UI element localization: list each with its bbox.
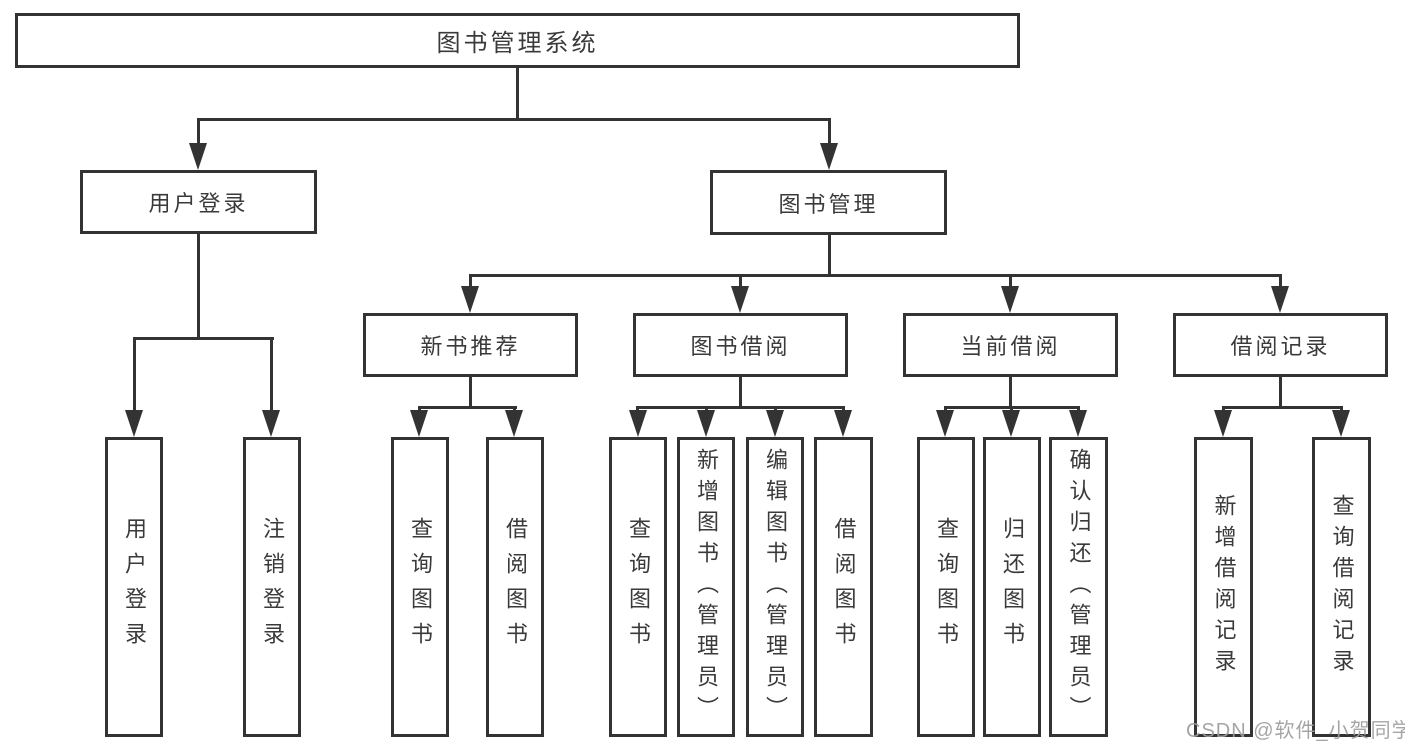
- leaf-br-add-record: 新增借阅记录: [1194, 437, 1253, 737]
- line-segment: [1222, 406, 1343, 409]
- leaf-cb-query-books: 查询图书: [917, 437, 975, 737]
- line-segment: [469, 377, 472, 409]
- line-segment: [1009, 377, 1012, 409]
- leaf-br-query-record: 查询借阅记录: [1312, 437, 1371, 737]
- arrow-down-icon: [505, 410, 523, 437]
- node-new-book-recommend: 新书推荐: [363, 313, 578, 377]
- node-borrowing-records: 借阅记录: [1173, 313, 1388, 377]
- arrow-down-icon: [629, 410, 647, 437]
- leaf-cb-confirm-return-admin: 确认归还（管理员）: [1049, 437, 1108, 737]
- leaf-bb-query-books: 查询图书: [609, 437, 667, 737]
- leaf-nbr-borrow-books: 借阅图书: [486, 437, 544, 737]
- watermark: CSDN @软件_小贺同学: [1186, 720, 1405, 742]
- line-segment: [739, 274, 742, 288]
- line-segment: [1009, 274, 1012, 288]
- line-segment: [133, 337, 274, 340]
- leaf-bb-add-books-admin: 新增图书（管理员）: [677, 437, 735, 737]
- arrow-down-icon: [697, 410, 715, 437]
- line-segment: [1279, 274, 1282, 288]
- line-segment: [1279, 377, 1282, 409]
- node-book-management: 图书管理: [710, 170, 947, 235]
- arrow-down-icon: [731, 286, 749, 313]
- arrow-down-icon: [125, 410, 143, 437]
- node-library-management-system: 图书管理系统: [15, 13, 1020, 68]
- node-current-borrowing: 当前借阅: [903, 313, 1118, 377]
- arrow-down-icon: [1069, 410, 1087, 437]
- leaf-bb-edit-books-admin: 编辑图书（管理员）: [746, 437, 804, 737]
- leaf-cb-return-books: 归还图书: [983, 437, 1041, 737]
- line-segment: [636, 406, 845, 409]
- leaf-bb-borrow-books: 借阅图书: [814, 437, 873, 737]
- line-segment: [739, 377, 742, 409]
- line-segment: [418, 406, 517, 409]
- arrow-down-icon: [461, 286, 479, 313]
- arrow-down-icon: [410, 410, 428, 437]
- arrow-down-icon: [1001, 286, 1019, 313]
- line-segment: [469, 274, 1282, 277]
- node-user-login: 用户登录: [80, 170, 317, 234]
- arrow-down-icon: [1002, 410, 1020, 437]
- arrow-down-icon: [189, 143, 207, 170]
- line-segment: [197, 118, 200, 146]
- arrow-down-icon: [262, 410, 280, 437]
- line-segment: [828, 118, 831, 146]
- line-segment: [197, 118, 831, 121]
- node-book-borrowing: 图书借阅: [633, 313, 848, 377]
- line-segment: [133, 337, 136, 413]
- leaf-logout: 注销登录: [243, 437, 301, 737]
- arrow-down-icon: [820, 143, 838, 170]
- line-segment: [828, 235, 831, 277]
- arrow-down-icon: [834, 410, 852, 437]
- arrow-down-icon: [936, 410, 954, 437]
- arrow-down-icon: [1332, 410, 1350, 437]
- line-segment: [469, 274, 472, 288]
- line-segment: [270, 337, 273, 413]
- arrow-down-icon: [1214, 410, 1232, 437]
- arrow-down-icon: [1271, 286, 1289, 313]
- line-segment: [516, 68, 519, 121]
- leaf-user-login: 用户登录: [105, 437, 163, 737]
- arrow-down-icon: [766, 410, 784, 437]
- line-segment: [197, 234, 200, 340]
- leaf-nbr-query-books: 查询图书: [391, 437, 449, 737]
